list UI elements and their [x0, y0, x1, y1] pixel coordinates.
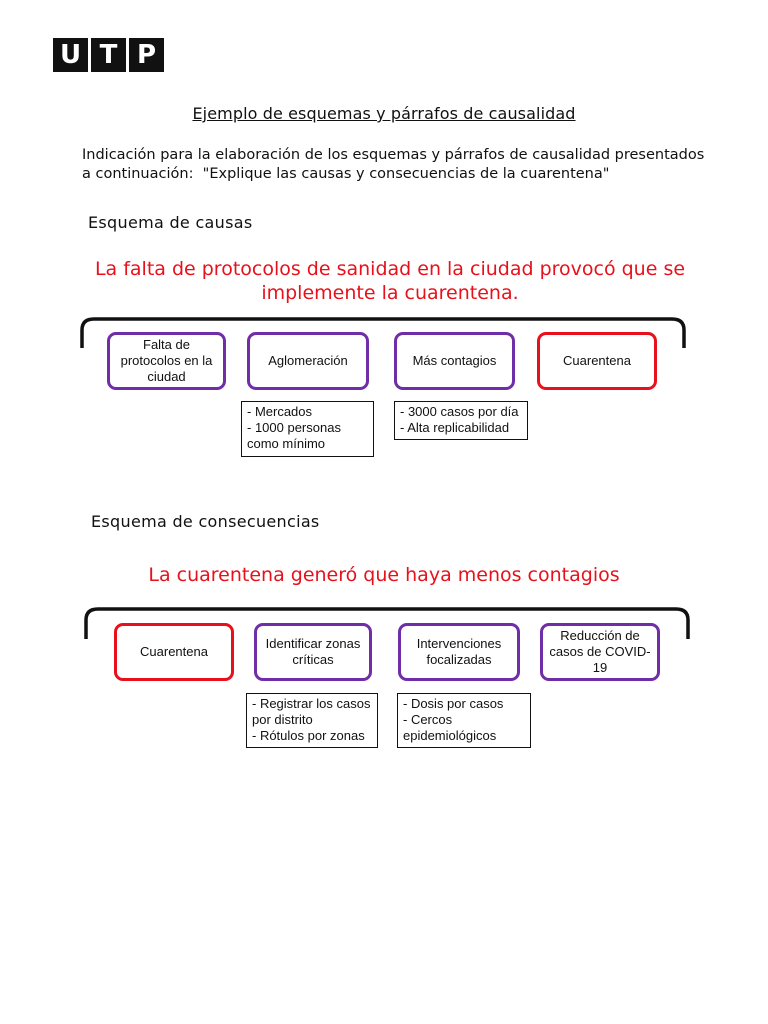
consequences-thesis: La cuarentena generó que haya menos cont… — [148, 564, 620, 586]
instruction-paragraph: Indicación para la elaboración de los es… — [82, 146, 722, 184]
consequence-box-covid-reduction: Reducción de casos de COVID-19 — [540, 623, 660, 681]
consequence-box-focused-interventions: Intervenciones focalizadas — [398, 623, 520, 681]
logo-letter-p: P — [129, 38, 164, 72]
logo-letter-u: U — [53, 38, 88, 72]
utp-logo: U T P — [53, 38, 164, 72]
consequences-heading: Esquema de consecuencias — [91, 512, 320, 531]
detail-line: - 1000 personas como mínimo — [247, 420, 341, 451]
document-title: Ejemplo de esquemas y párrafos de causal… — [192, 104, 576, 123]
cause-detail-infections: - 3000 casos por día - Alta replicabilid… — [394, 401, 528, 440]
consequence-detail-interventions: - Dosis por casos - Cercos epidemiológic… — [397, 693, 531, 748]
causes-thesis-line-1: La falta de protocolos de sanidad en la … — [94, 258, 686, 280]
logo-letter-t: T — [91, 38, 126, 72]
cause-detail-crowding: - Mercados - 1000 personas como mínimo — [241, 401, 374, 457]
detail-line: - Dosis por casos — [403, 696, 504, 711]
cause-box-quarantine: Cuarentena — [537, 332, 657, 390]
consequence-box-quarantine: Cuarentena — [114, 623, 234, 681]
cause-box-crowding: Aglomeración — [247, 332, 369, 390]
cause-box-protocols: Falta de protocolos en la ciudad — [107, 332, 226, 390]
detail-line: - Mercados — [247, 404, 313, 419]
causes-thesis-line-2: implemente la cuarentena. — [261, 282, 519, 304]
causes-thesis: La falta de protocolos de sanidad en la … — [60, 257, 720, 305]
consequence-detail-critical-zones: - Registrar los casos por distrito - Rót… — [246, 693, 378, 748]
consequence-box-critical-zones: Identificar zonas críticas — [254, 623, 372, 681]
instruction-line-2: a continuación: "Explique las causas y c… — [82, 166, 610, 182]
instruction-line-1: Indicación para la elaboración de los es… — [82, 147, 705, 163]
cause-box-more-infections: Más contagios — [394, 332, 515, 390]
detail-line: - Alta replicabilidad — [400, 420, 510, 435]
detail-line: - Cercos epidemiológicos — [403, 712, 497, 743]
detail-line: - Registrar los casos por distrito — [252, 696, 371, 727]
detail-line: - 3000 casos por día — [400, 404, 519, 419]
causes-heading: Esquema de causas — [88, 213, 253, 232]
detail-line: - Rótulos por zonas — [252, 728, 365, 743]
